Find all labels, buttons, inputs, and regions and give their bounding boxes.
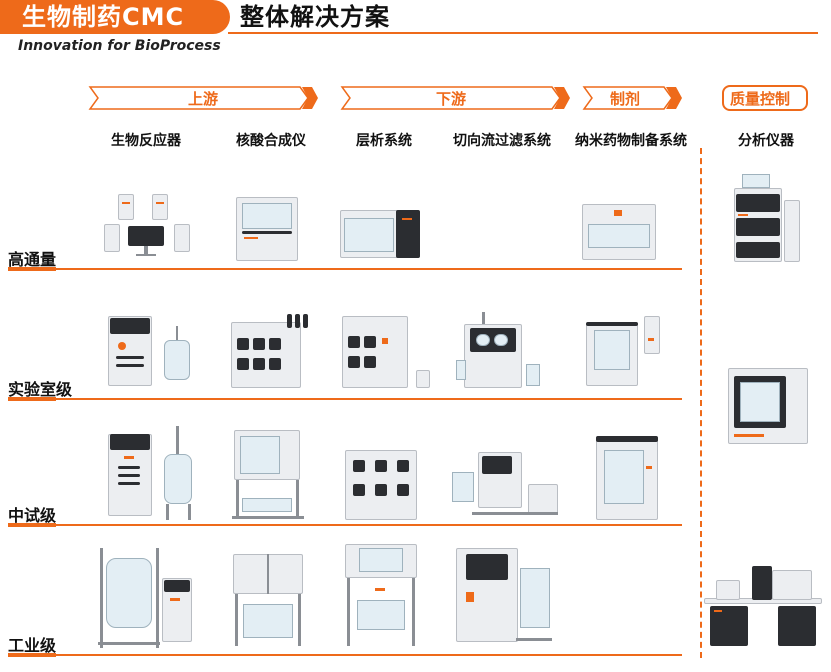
row-label-lab-scale: 实验室级 <box>8 380 73 399</box>
category-upstream-label: 上游 <box>188 90 219 108</box>
device-image-bioreactor-pilot <box>108 426 202 522</box>
device-image-nanomedicine-lab <box>586 316 666 386</box>
row-divider <box>8 524 682 526</box>
device-image-chromatography-industrial <box>345 544 417 648</box>
category-quality-control <box>722 85 808 111</box>
row-label-high-throughput: 高通量 <box>8 250 57 269</box>
category-formulation-label: 制剂 <box>610 90 641 108</box>
header-divider <box>228 32 818 34</box>
device-image-chromatography-pilot <box>345 450 417 520</box>
category-quality-control-label: 质量控制 <box>730 90 791 108</box>
page-title: 生物制药CMC <box>22 3 185 31</box>
row-divider <box>8 398 682 400</box>
device-image-nucleic-acid-synthesizer-high-throughput <box>236 197 298 261</box>
row-accent <box>8 653 56 657</box>
device-image-analytical-hplc <box>734 170 800 262</box>
column-header-bioreactor: 生物反应器 <box>111 133 181 149</box>
category-upstream: 上游 <box>88 85 318 111</box>
category-formulation: 制剂 <box>582 85 682 111</box>
device-image-bioreactor-industrial <box>98 548 196 648</box>
device-image-chromatography-lab <box>342 316 432 388</box>
device-image-nanomedicine-high-throughput <box>582 204 656 260</box>
column-header-chromatography: 层析系统 <box>356 133 412 149</box>
device-image-nucleic-acid-synthesizer-industrial <box>233 554 303 648</box>
row-accent <box>8 397 56 401</box>
title-banner <box>0 0 230 34</box>
device-image-analytical-workstation <box>704 560 824 648</box>
device-image-tff-industrial <box>454 548 554 648</box>
device-image-tff-lab <box>456 310 542 388</box>
device-image-chromatography-high-throughput <box>340 210 420 258</box>
category-arrow-shape <box>582 86 682 110</box>
device-image-nucleic-acid-synthesizer-pilot <box>232 430 306 522</box>
row-accent <box>8 523 56 527</box>
category-downstream-label: 下游 <box>436 90 467 108</box>
row-divider <box>8 654 682 656</box>
category-arrow-shape <box>88 86 318 110</box>
device-image-bioreactor-high-throughput <box>102 192 198 260</box>
qc-divider <box>700 148 702 658</box>
page-subtitle: 整体解决方案 <box>240 3 390 31</box>
category-downstream: 下游 <box>340 85 570 111</box>
column-header-nanomedicine: 纳米药物制备系统 <box>575 133 687 149</box>
column-header-nucleic-acid-synthesizer: 核酸合成仪 <box>236 133 306 149</box>
row-accent <box>8 267 56 271</box>
row-divider <box>8 268 682 270</box>
row-label-pilot-scale: 中试级 <box>8 506 57 525</box>
device-image-analytical-benchtop <box>728 368 808 444</box>
device-image-tff-pilot <box>452 452 560 522</box>
column-header-tff: 切向流过滤系统 <box>453 133 551 149</box>
tagline: Innovation for BioProcess <box>18 38 221 54</box>
device-image-nanomedicine-pilot <box>596 436 658 520</box>
device-image-bioreactor-lab <box>108 316 198 386</box>
category-arrow-shape <box>340 86 570 110</box>
device-image-nucleic-acid-synthesizer-lab <box>231 314 311 388</box>
column-header-analytical-instruments: 分析仪器 <box>738 133 794 149</box>
row-label-industrial-scale: 工业级 <box>8 636 57 655</box>
